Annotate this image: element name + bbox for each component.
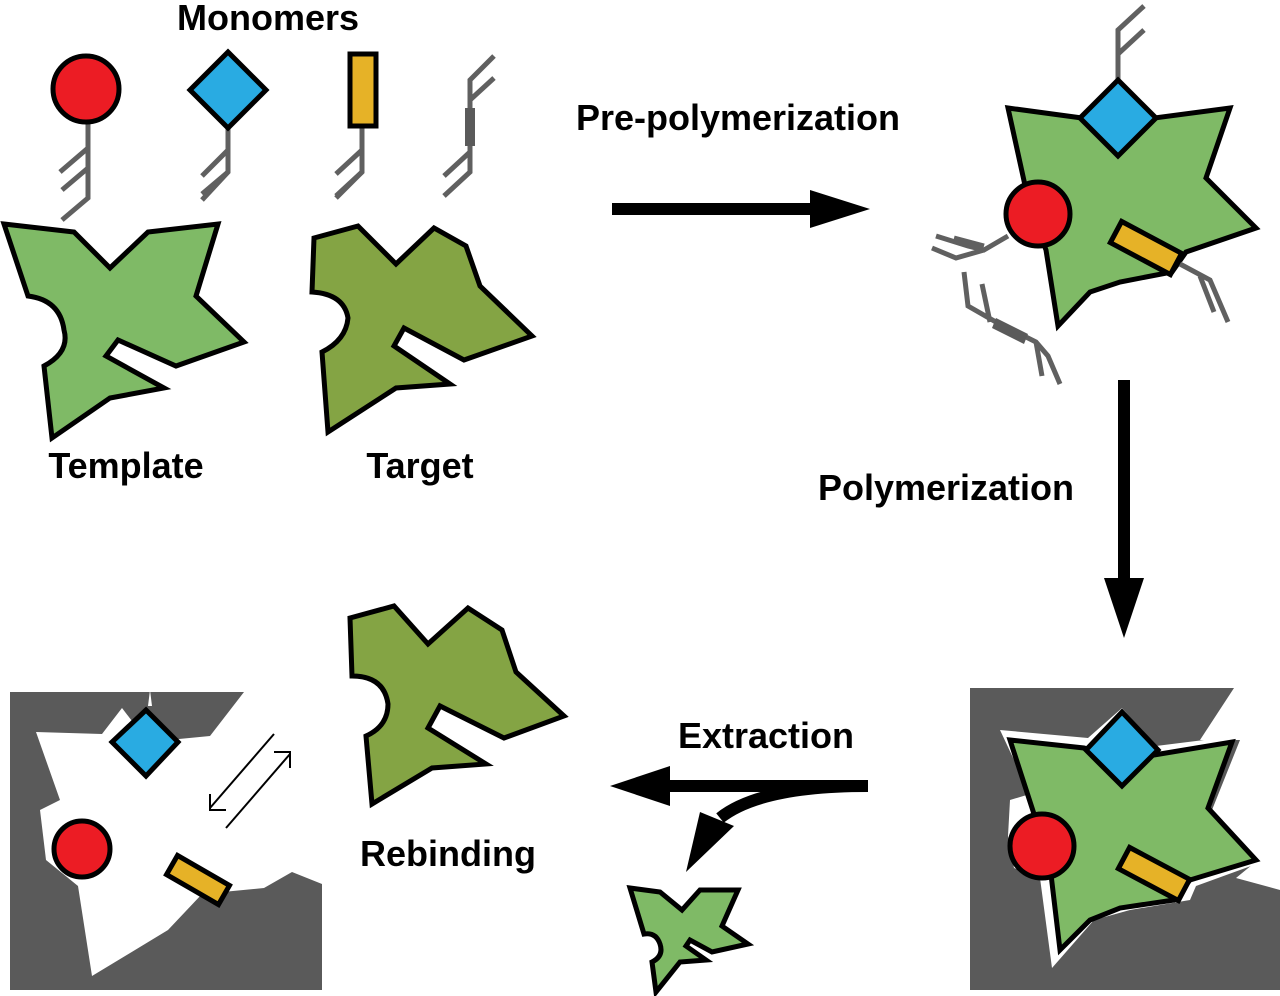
pre-polymerization-complex xyxy=(931,4,1261,385)
polymerized-complex xyxy=(970,688,1280,990)
pre-polymerization-arrow xyxy=(612,190,870,228)
monomers-label: Monomers xyxy=(177,0,359,38)
target-label: Target xyxy=(366,445,473,486)
red-circle-monomer xyxy=(50,53,122,222)
polymerization-label: Polymerization xyxy=(818,467,1074,508)
extraction-label: Extraction xyxy=(678,715,854,756)
imprinted-polymer xyxy=(10,690,330,990)
rebinding-label: Rebinding xyxy=(360,833,536,874)
pre-polymerization-label: Pre-polymerization xyxy=(576,97,900,138)
extraction-arrow xyxy=(610,766,869,872)
blue-diamond-monomer xyxy=(186,48,270,202)
crosslinker-monomer xyxy=(442,54,496,198)
target-shape xyxy=(309,223,537,437)
template-shape xyxy=(0,221,249,443)
rebinding-equilibrium-arrows xyxy=(209,733,291,829)
extracted-template-shape xyxy=(626,885,755,996)
rebinding-target-shape xyxy=(347,603,569,809)
template-label: Template xyxy=(48,445,203,486)
polymerization-arrow xyxy=(1104,380,1144,638)
yellow-rectangle-monomer xyxy=(334,51,379,200)
